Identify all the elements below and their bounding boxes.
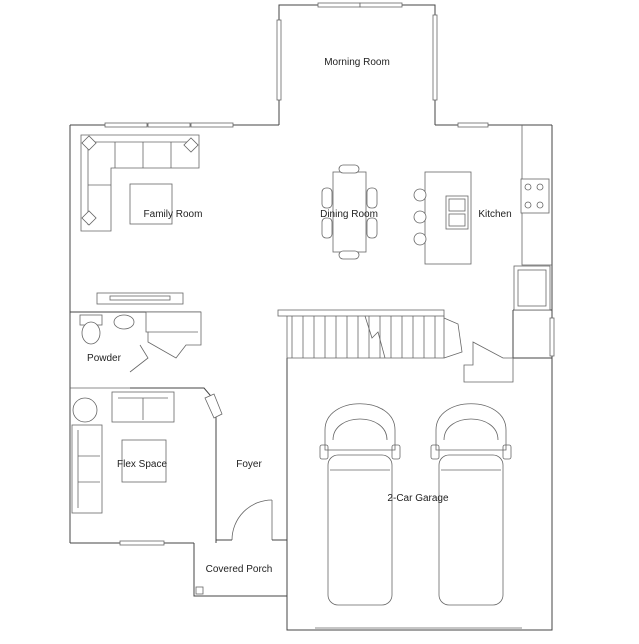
stair-rail [277, 309, 445, 317]
car-right [430, 403, 512, 606]
family-room-furniture [80, 134, 200, 305]
range [520, 178, 550, 214]
stair-outline [286, 316, 445, 359]
sectional-sofa [80, 134, 200, 232]
flex-east-wall [130, 387, 217, 543]
window-family-1 [104, 122, 148, 128]
powder-fixtures [70, 311, 202, 389]
label-morning-room: Morning Room [324, 57, 390, 68]
kitchen-counter [521, 125, 552, 266]
window-morning-top-2 [359, 2, 403, 8]
coffee-table [129, 183, 173, 225]
refrigerator [513, 265, 551, 311]
label-family-room: Family Room [144, 209, 203, 220]
kitchen-fixtures [413, 125, 552, 311]
closet [145, 311, 202, 359]
label-flex-space: Flex Space [117, 459, 167, 470]
bar-stool [413, 232, 427, 246]
window-kitchen-right [549, 317, 555, 357]
covered-porch-walls [193, 543, 287, 597]
flex-coffee-table [121, 439, 167, 483]
label-kitchen: Kitchen [478, 209, 511, 220]
toilet-bowl [81, 321, 101, 345]
stairs [277, 309, 514, 383]
flex-end-table [204, 393, 223, 419]
dining-chair [338, 250, 360, 260]
window-flex-bottom [119, 540, 165, 546]
bar-stool [413, 210, 427, 224]
fireplace-console [96, 292, 184, 305]
room-labels: Morning Room Family Room Dining Room Kit… [87, 57, 512, 575]
flex-furniture [71, 387, 223, 543]
round-side-table [72, 397, 98, 423]
window-morning-top-1 [317, 2, 361, 8]
window-kitchen [457, 122, 489, 128]
island-sink [445, 195, 469, 230]
vanity-sink [113, 314, 135, 330]
label-powder: Powder [87, 353, 122, 364]
car-left [319, 403, 401, 606]
window-family-3 [190, 122, 234, 128]
stair-break-line [364, 315, 386, 359]
garage-steps [463, 341, 514, 383]
door-swing [231, 499, 273, 541]
windows [104, 2, 555, 546]
dining-chair [321, 217, 333, 239]
bar-stool [413, 188, 427, 202]
window-morning-right [432, 14, 438, 101]
dining-furniture [321, 164, 378, 260]
label-dining-room: Dining Room [320, 209, 378, 220]
porch-column [195, 586, 204, 595]
entry-door [195, 499, 287, 595]
window-family-2 [147, 122, 191, 128]
powder-door [129, 344, 149, 373]
stair-landing [443, 317, 463, 359]
sofa [71, 424, 103, 514]
label-garage: 2-Car Garage [387, 493, 449, 504]
label-covered-porch: Covered Porch [206, 564, 273, 575]
window-morning-left [276, 19, 282, 101]
garage-cars [315, 403, 522, 629]
dining-chair [338, 164, 360, 174]
label-foyer: Foyer [236, 459, 262, 470]
dining-chair [366, 217, 378, 239]
dining-chair [321, 187, 333, 209]
dining-chair [366, 187, 378, 209]
